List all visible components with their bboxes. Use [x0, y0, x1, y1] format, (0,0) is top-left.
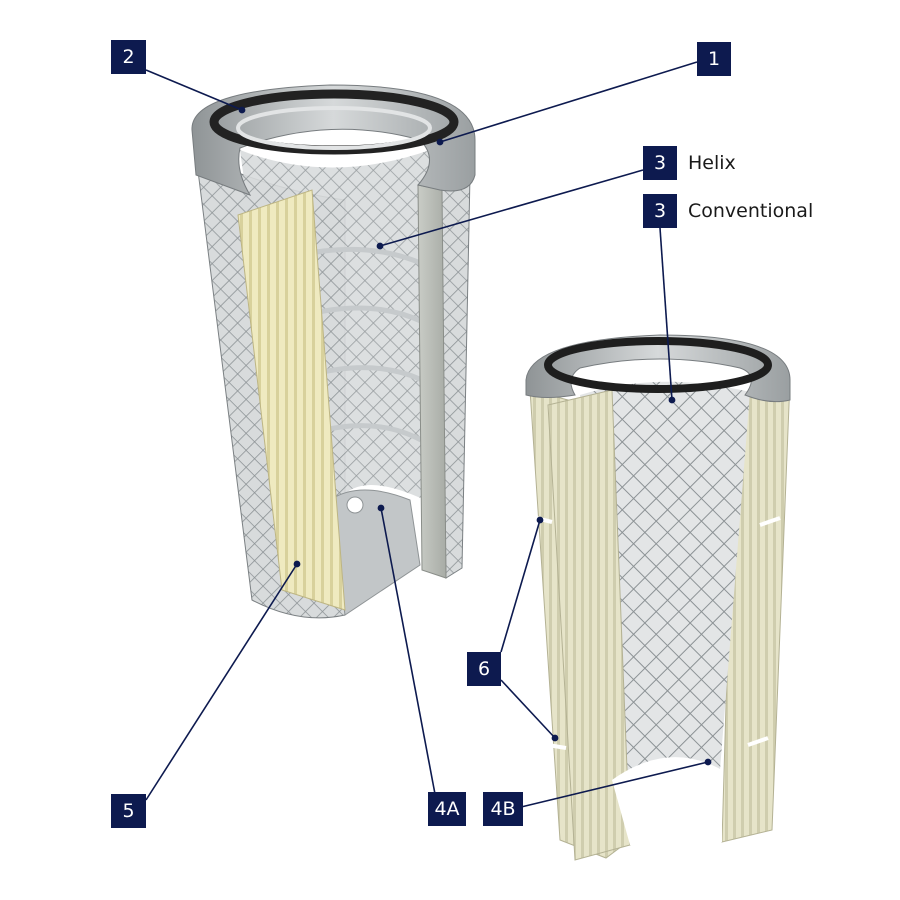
top-gasket-inner — [236, 106, 432, 150]
callout-badge-3-helix: 3 — [643, 146, 677, 180]
leader-3a — [379, 169, 644, 247]
helix-cartridge — [191, 84, 476, 619]
leader-4a — [380, 507, 436, 795]
leader-6-upper — [500, 519, 541, 653]
leader-3b — [659, 227, 673, 401]
callout-badge-3-conventional: 3 — [643, 194, 677, 228]
conventional-cartridge — [525, 334, 791, 861]
leader-2 — [145, 69, 243, 111]
bottom-end-cap — [329, 489, 421, 616]
bottom-opening — [612, 757, 722, 845]
top-end-cap-right — [525, 334, 791, 403]
pleated-media-panel — [237, 189, 346, 611]
leader-4b — [516, 761, 709, 809]
caption-helix: Helix — [688, 152, 736, 174]
callout-badge-1: 1 — [697, 42, 731, 76]
leader-5 — [145, 563, 298, 801]
callout-badge-6: 6 — [467, 652, 501, 686]
drain-hole — [346, 496, 364, 514]
cut-edge-panel — [417, 184, 447, 579]
callout-badge-2: 2 — [111, 40, 146, 74]
top-gasket-right — [544, 337, 772, 393]
leader-lines — [145, 61, 712, 809]
callout-badge-4a: 4A — [428, 792, 466, 826]
callout-badge-5: 5 — [111, 794, 146, 828]
callout-badge-4b: 4B — [483, 792, 523, 826]
leader-1 — [439, 61, 698, 143]
caption-conventional: Conventional — [688, 200, 814, 222]
leader-6-lower — [500, 679, 556, 739]
